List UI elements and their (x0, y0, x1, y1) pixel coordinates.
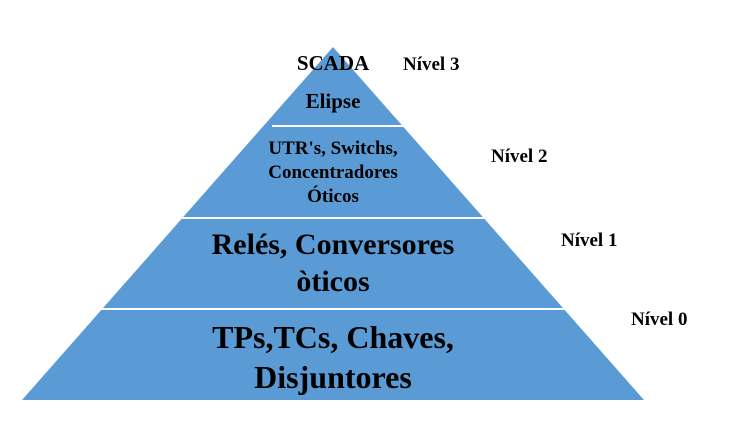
level-1-label: Nível 1 (561, 230, 618, 251)
pyramid-shape (22, 47, 644, 400)
tier-3-line-1: Elipse (306, 89, 361, 113)
level-3-label: Nível 3 (403, 54, 460, 75)
tier-2-line-3: Óticos (307, 185, 359, 207)
tier-1-line-2: òticos (296, 265, 369, 298)
tier-2-line-2: Concentradores (268, 162, 397, 183)
level-0-label: Nível 0 (631, 309, 688, 330)
tier-2-line-1: UTR's, Switchs, (268, 138, 398, 159)
scada-label: SCADA (297, 51, 370, 75)
tier-0-line-2: Disjuntores (254, 359, 412, 395)
level-2-label: Nível 2 (491, 146, 548, 167)
tier-0-line-1: TPs,TCs, Chaves, (212, 319, 454, 355)
tier-1-line-1: Relés, Conversores (212, 228, 455, 261)
